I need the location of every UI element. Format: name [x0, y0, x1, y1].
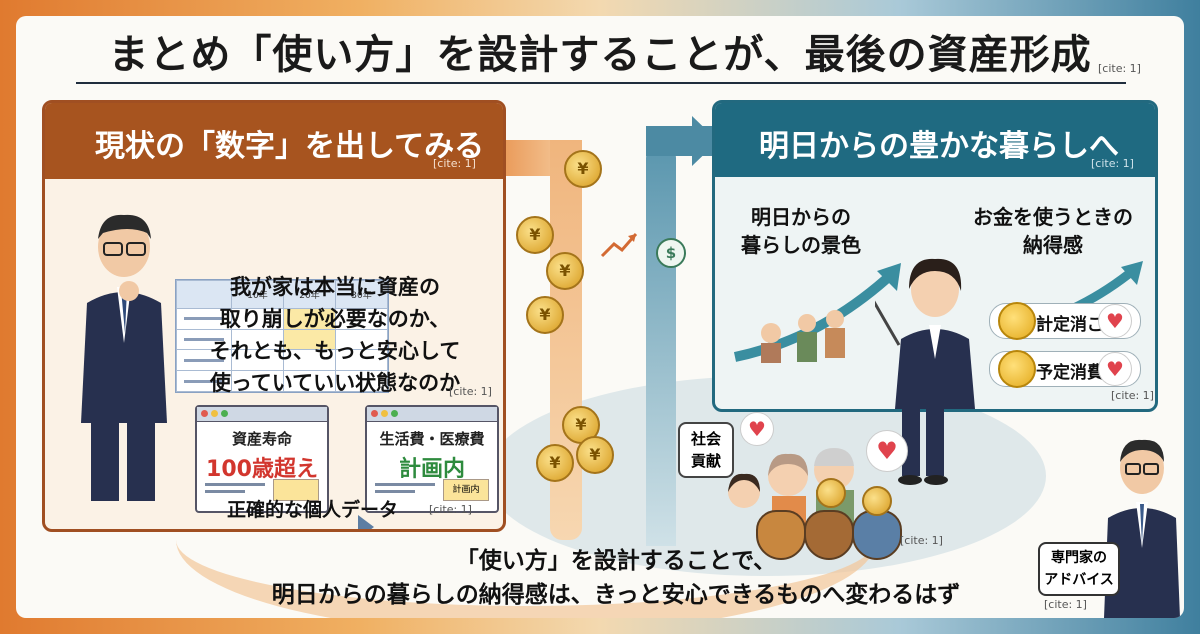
asset-life-label: 資産寿命	[231, 430, 292, 448]
advice-cite: [cite: 1]	[1044, 598, 1087, 611]
yen-coin-icon: ¥	[576, 436, 614, 474]
savings-pot-icon	[852, 510, 902, 560]
heart-bubble-icon: ♥	[866, 430, 908, 472]
title-underline	[76, 82, 1126, 84]
quote-line: 我が家は本当に資産の	[230, 275, 440, 299]
heart-icon: ♥	[1098, 352, 1132, 386]
pill-2: 予定消費 ♥	[989, 350, 1141, 388]
satisfaction-line: お金を使うときの	[973, 205, 1133, 229]
asset-life-card: 資産寿命 100歳超え	[195, 405, 329, 513]
right-header-cite: [cite: 1]	[1091, 157, 1134, 170]
star-icon	[998, 302, 1036, 340]
left-header-cite: [cite: 1]	[433, 157, 476, 170]
star-icon	[998, 350, 1036, 388]
page-title: まとめ「使い方」を設計することが、最後の資産形成	[108, 32, 1092, 78]
pill-2-label: 予定消費	[1036, 363, 1104, 383]
living-cost-mini-label: 計画内	[443, 479, 489, 501]
advice-line: アドバイス	[1044, 572, 1114, 588]
caption-cite: [cite: 1]	[429, 503, 472, 516]
thinking-man-illustration	[81, 214, 167, 501]
left-panel: 現状の「数字」を出してみる [cite: 1] 10年 20年 30年	[42, 100, 506, 532]
yen-coin-icon: ¥	[546, 252, 584, 290]
quote-line: 使っていていい状態なのか	[209, 371, 461, 395]
trend-arrow-icon	[600, 233, 638, 258]
right-panel-title: 明日からの豊かな暮らしへ	[759, 129, 1119, 164]
scenery-heading: 明日からの 暮らしの景色	[741, 203, 861, 259]
yen-coin-icon: ¥	[526, 296, 564, 334]
coin-icon	[816, 478, 846, 508]
right-panel-header: 明日からの豊かな暮らしへ [cite: 1]	[715, 103, 1155, 177]
arrow-right-icon	[358, 515, 374, 529]
living-cost-card: 生活費・医療費 計画内 計画内	[365, 405, 499, 513]
satisfaction-line: 納得感	[1023, 233, 1083, 257]
yen-coin-icon: ¥	[536, 444, 574, 482]
social-line: 社会	[690, 430, 721, 448]
yen-coin-icon: ¥	[564, 150, 602, 188]
personal-data-caption: 正確的な個人データ	[227, 499, 399, 521]
quote-cite: [cite: 1]	[449, 385, 492, 398]
infographic-canvas: まとめ「使い方」を設計することが、最後の資産形成 [cite: 1] ¥ ¥ ¥…	[16, 16, 1184, 618]
teal-flow-up	[646, 146, 676, 546]
pill-1: 計定消ご ♥	[989, 302, 1141, 340]
left-panel-title: 現状の「数字」を出してみる	[95, 129, 485, 164]
savings-pot-icon	[756, 510, 806, 560]
quote-line: それとも、もっと安心して	[209, 339, 461, 363]
expert-advice-bubble: 専門家の アドバイス	[1038, 542, 1120, 596]
right-panel: 明日からの豊かな暮らしへ [cite: 1] 明日からの 暮らしの景色 お金を使…	[712, 100, 1158, 412]
pill-1-label: 計定消ご	[1036, 315, 1104, 335]
swoosh-decoration	[176, 446, 876, 618]
expert-man-illustration	[1104, 439, 1180, 618]
bottom-line-1: 「使い方」を設計することで、	[455, 548, 777, 574]
scenery-line: 明日からの	[751, 205, 851, 229]
advisor-legs-illustration	[898, 396, 948, 485]
advice-line: 専門家の	[1051, 550, 1107, 566]
living-cost-label: 生活費・医療費	[379, 430, 485, 448]
bottom-line-2: 明日からの暮らしの納得感は、きっと安心できるものへ変わるはず	[271, 582, 961, 608]
growth-arrow-left-icon	[733, 263, 901, 363]
social-line: 貢献	[690, 452, 721, 470]
advisor-woman-illustration	[875, 258, 975, 409]
scenery-line: 暮らしの景色	[741, 233, 861, 257]
dollar-icon: $	[656, 238, 686, 268]
grid-header-30y: 30年	[335, 280, 388, 309]
quote-line: 取り崩しが必要なのか、	[219, 307, 451, 331]
right-panel-cite: [cite: 1]	[1111, 389, 1154, 402]
living-cost-value: 計画内	[398, 457, 465, 482]
data-grid: 10年 20年 30年	[175, 279, 389, 393]
heart-bubble-icon: ♥	[740, 412, 774, 446]
left-quote: 我が家は本当に資産の 取り崩しが必要なのか、 それとも、もっと安心して 使ってい…	[195, 271, 475, 399]
title-cite: [cite: 1]	[1098, 62, 1141, 75]
coin-icon	[862, 486, 892, 516]
yen-coin-icon: ¥	[516, 216, 554, 254]
social-contribution-bubble: 社会 貢献	[678, 422, 734, 478]
bottom-message: 「使い方」を設計することで、 明日からの暮らしの納得感は、きっと安心できるものへ…	[176, 544, 1056, 612]
family-cite: [cite: 1]	[900, 534, 943, 547]
left-panel-header: 現状の「数字」を出してみる [cite: 1]	[45, 103, 503, 179]
grid-header-20y: 20年	[283, 280, 336, 309]
satisfaction-heading: お金を使うときの 納得感	[973, 203, 1133, 259]
asset-life-value: 100歳超え	[206, 457, 318, 482]
heart-icon: ♥	[1098, 304, 1132, 338]
